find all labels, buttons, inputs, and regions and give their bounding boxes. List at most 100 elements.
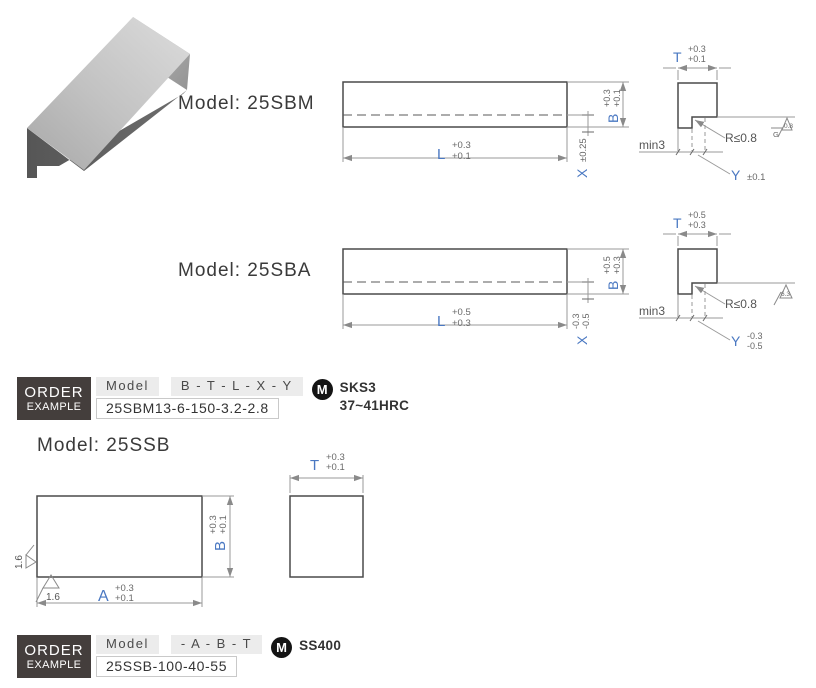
sba-dim-Y: Y [731,333,741,349]
ssb-side-view-drawing: T +0.3 +0.1 [289,452,364,578]
order-format-row: Model - A - B - T [96,635,263,654]
sbm-dim-L-upper-tol: +0.3 [452,140,471,151]
sba-dim-X: X [574,335,590,345]
sbm-radius-label: R≤0.8 [725,131,757,145]
sbm-dim-B-upper-tol: +0.3 [602,89,612,107]
sbm-end-view-drawing: T +0.3 +0.1 min3 R≤0.8 Y ±0.1 0.8 G [639,44,795,183]
sba-dim-B-group: B +0.5 +0.3 [602,256,622,290]
sba-dim-Y-upper-tol: -0.3 [747,331,763,341]
sba-end-view-drawing: T +0.5 +0.3 min3 R≤0.8 Y -0.3 -0.5 6.3 [639,210,795,351]
sbm-dim-T-upper-tol: +0.3 [688,44,706,54]
ssb-dim-B-lower-tol: +0.1 [218,515,229,534]
sba-dim-B-lower-tol: +0.3 [612,256,622,274]
material-name: SKS3 [339,380,377,395]
model-label-25sbm: Model: 25SBM [178,93,315,114]
sba-dim-L: L [437,313,445,330]
ssb-dim-B: B [212,541,229,551]
ssb-dim-B-upper-tol: +0.3 [208,515,219,534]
sba-dim-T: T [673,215,682,231]
ssb-front-view-drawing: 1.6 1.6 A +0.3 +0.1 B +0.3 +0.1 [14,495,234,607]
order-format-chip: B - T - L - X - Y [170,377,303,396]
ssb-dim-A: A [98,588,109,605]
material-area: M SS400 [271,635,341,658]
sbm-dim-L: L [437,146,445,163]
sbm-dim-B-lower-tol: +0.1 [612,89,622,107]
sba-side-geometry [342,248,629,329]
brand-m-icon: M [311,379,333,400]
order-example-code: 25SSB-100-40-55 [96,656,238,677]
sbm-finish-value: 0.8 [784,123,793,130]
sbm-dim-T: T [673,49,682,65]
order-badge-title: ORDER [24,641,84,659]
material-spec: SKS3 37~41HRC [340,379,410,414]
order-example-ssb: ORDER EXAMPLE Model - A - B - T 25SSB-10… [17,635,341,678]
sba-finish-value: 6.3 [781,291,790,298]
ssb-dim-B-group: B +0.3 +0.1 [208,515,229,551]
ssb-dim-T-lower-tol: +0.1 [326,462,345,473]
sba-dim-L-upper-tol: +0.5 [452,307,471,318]
sbm-min3-label: min3 [639,138,665,152]
sba-dim-Y-lower-tol: -0.5 [747,341,763,351]
material-spec: SS400 [299,637,341,655]
order-example-badge: ORDER EXAMPLE [17,377,91,420]
sbm-dim-X-tol: ±0.25 [578,138,589,162]
sbm-dim-X-group: X ±0.25 [574,138,590,178]
sba-dim-B-upper-tol: +0.5 [602,256,612,274]
sbm-dim-X: X [574,168,590,178]
order-example-code: 25SBM13-6-150-3.2-2.8 [96,398,279,419]
order-format-row: Model B - T - L - X - Y [96,377,303,396]
bar-top-face [27,17,190,170]
sbm-end-geometry [639,64,795,175]
product-photo-3d-bar [27,17,190,178]
order-badge-subtitle: EXAMPLE [26,658,82,671]
sbm-dim-B-group: B +0.3 +0.1 [602,89,622,123]
order-badge-title: ORDER [24,383,84,401]
order-badge-subtitle: EXAMPLE [26,400,82,413]
sba-dim-X-group: X -0.3 -0.5 [571,313,591,345]
sba-dim-T-upper-tol: +0.5 [688,210,706,220]
ssb-dim-A-lower-tol: +0.1 [115,593,134,604]
ssb-finish-mark-bottom: 1.6 [35,574,60,603]
sbm-surface-finish-symbol: 0.8 G [771,116,793,139]
sbm-dim-T-lower-tol: +0.1 [688,54,706,64]
ssb-front-geometry [36,495,234,607]
order-format-chip: - A - B - T [170,635,263,654]
order-format-area: Model B - T - L - X - Y 25SBM13-6-150-3.… [96,377,303,419]
brand-m-icon: M [271,637,293,658]
material-name: SS400 [299,638,342,653]
order-example-badge: ORDER EXAMPLE [17,635,91,678]
ssb-dim-T-upper-tol: +0.3 [326,452,345,463]
sba-side-view-drawing: L +0.5 +0.3 X -0.3 -0.5 B +0.5 +0.3 [342,248,629,345]
sba-min3-label: min3 [639,304,665,318]
sba-dim-T-lower-tol: +0.3 [688,220,706,230]
order-model-chip: Model [96,377,159,396]
sba-surface-finish-symbol: 6.3 [773,283,793,306]
ssb-finish-left-value: 1.6 [14,555,25,569]
sba-radius-label: R≤0.8 [725,297,757,311]
model-label-25ssb: Model: 25SSB [37,435,171,456]
material-hardness: 37~41HRC [339,397,410,413]
order-example-sbm: ORDER EXAMPLE Model B - T - L - X - Y 25… [17,377,409,420]
sba-dim-X-lower-tol: -0.5 [581,313,591,329]
order-model-chip: Model [96,635,159,654]
sbm-side-geometry [342,81,629,162]
sba-dim-B: B [605,281,621,290]
sbm-dim-Y: Y [731,167,741,183]
material-area: M SKS3 37~41HRC [311,377,410,414]
sbm-finish-process: G [773,130,779,139]
sba-dim-L-lower-tol: +0.3 [452,318,471,329]
sbm-dim-Y-tol: ±0.1 [747,172,765,183]
order-format-area: Model - A - B - T 25SSB-100-40-55 [96,635,263,677]
ssb-finish-mark-left: 1.6 [14,544,37,569]
ssb-dim-T: T [310,457,319,474]
sbm-side-view-drawing: L +0.3 +0.1 X ±0.25 B +0.3 +0.1 [342,81,629,178]
sba-end-geometry [639,230,795,341]
sbm-dim-B: B [605,114,621,123]
ssb-dim-A-upper-tol: +0.3 [115,583,134,594]
ssb-finish-bottom-value: 1.6 [46,592,60,603]
ssb-side-geometry [289,474,364,578]
bar-3d-faces [27,17,190,178]
model-label-25sba: Model: 25SBA [178,260,312,281]
sbm-dim-L-lower-tol: +0.1 [452,151,471,162]
